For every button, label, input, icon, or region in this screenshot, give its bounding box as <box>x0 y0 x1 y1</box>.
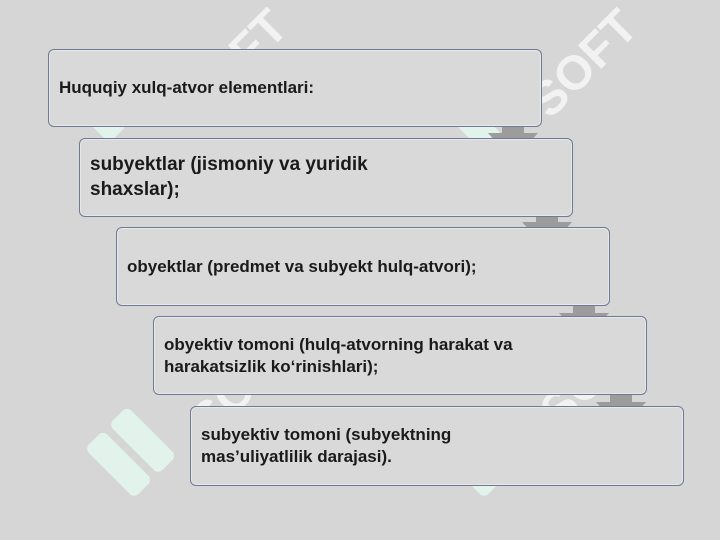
step-label: subyektlar (jismoniy va yuridik shaxslar… <box>90 154 368 200</box>
step-box-subjective: subyektiv tomoni (subyektning mas’uliyat… <box>190 406 684 486</box>
step-label: obyektiv tomoni (hulq-atvorning harakat … <box>164 334 513 376</box>
step-box-objects: obyektlar (predmet va subyekt hulq-atvor… <box>116 227 610 306</box>
step-label: subyektiv tomoni (subyektning mas’uliyat… <box>201 425 452 466</box>
step-label: Huquqiy xulq-atvor elementlari: <box>59 78 315 98</box>
step-label: obyektlar (predmet va subyekt hulq-atvor… <box>127 256 477 276</box>
step-box-objective: obyektiv tomoni (hulq-atvorning harakat … <box>153 316 647 395</box>
step-box-title: Huquqiy xulq-atvor elementlari: <box>48 49 542 127</box>
step-box-subjects: subyektlar (jismoniy va yuridik shaxslar… <box>79 138 573 217</box>
